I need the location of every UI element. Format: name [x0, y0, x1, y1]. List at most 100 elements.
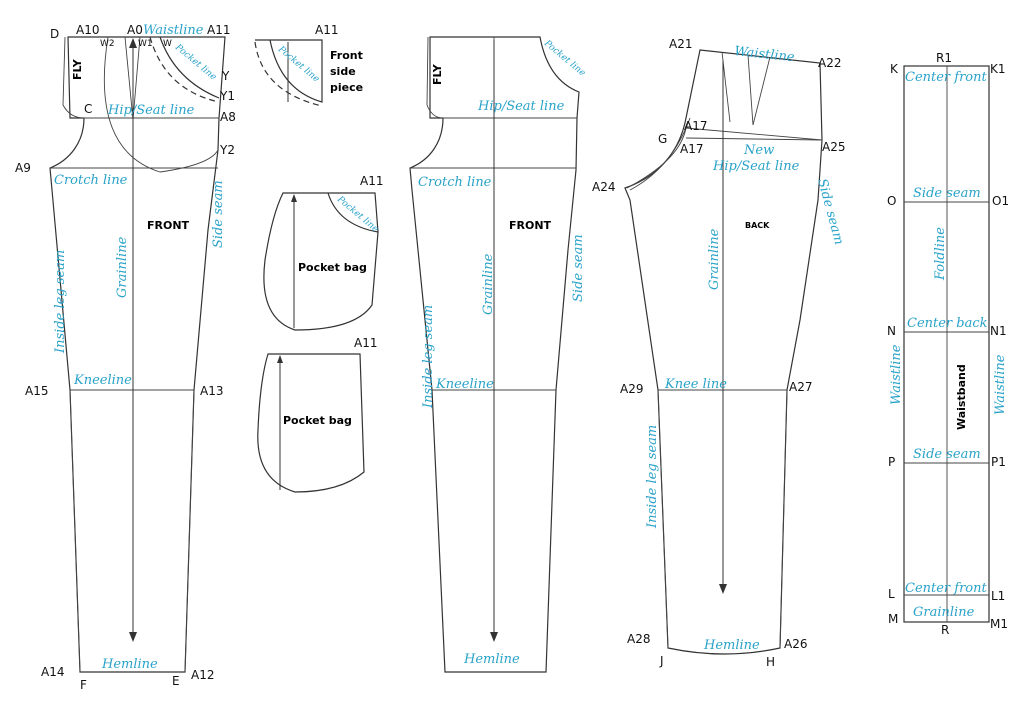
front-pattern-piece-2: FLY Pocket line Hip/Seat line Crotch lin… [409, 36, 587, 673]
front-hem-inner-1 [69, 389, 81, 673]
back-leg-inner [657, 389, 669, 649]
label-back-grainline: Grainline [707, 228, 722, 290]
label-a27: A27 [789, 380, 812, 394]
pocket-bag-1-arrow [291, 194, 297, 202]
label-side-seam: Side seam [211, 180, 226, 248]
label-new: New [743, 143, 774, 158]
label-f: F [80, 678, 87, 692]
label-pb2-a11: A11 [354, 336, 377, 350]
label-a8: A8 [220, 110, 236, 124]
pocket-bag-2-arrow [277, 355, 283, 363]
label-k: K [890, 62, 899, 76]
label-back-waistline: Waistline [734, 44, 796, 65]
front2-fly-line [426, 36, 444, 119]
back-grainline-arrow [719, 584, 727, 594]
label-y: Y [221, 69, 230, 83]
front-pattern-piece: D A10 A0 Waistline A11 W2 W1 W FLY Pocke… [15, 23, 236, 692]
label-pb1-a11: A11 [360, 174, 383, 188]
label-waistband-grainline: Grainline [913, 605, 975, 620]
label-back: BACK [745, 221, 770, 230]
label-w: W [163, 39, 172, 49]
label-y1: Y1 [219, 89, 235, 103]
label-a17-2: A17 [680, 142, 703, 156]
waistband-outline [903, 65, 990, 623]
front-fly-line [62, 36, 85, 119]
label2-side-seam: Side seam [571, 234, 586, 302]
label-pb1-title: Pocket bag [298, 261, 367, 274]
label-m1: M1 [990, 617, 1008, 631]
label-knee-line: Knee line [664, 377, 727, 392]
label-waistline-left: Waistline [889, 344, 904, 405]
pocket-bag-1: A11 Pocket line Pocket bag [263, 174, 383, 331]
label-center-front-top: Center front [905, 70, 988, 85]
label-o: O [887, 194, 896, 208]
label-y2: Y2 [219, 143, 235, 157]
label-grainline: Grainline [115, 236, 130, 298]
front-side-piece-outline [255, 39, 323, 103]
front2-grainline-arrow [490, 632, 498, 642]
label-hip-seat-line: Hip/Seat line [107, 103, 195, 118]
label-a14: A14 [41, 665, 64, 679]
pocket-bag-2: A11 Pocket bag [257, 336, 377, 493]
front-pocket-bag-line [149, 36, 220, 103]
label2-kneeline: Kneeline [435, 377, 494, 392]
label-h: H [766, 655, 775, 669]
back-crotch-curve [626, 127, 687, 189]
label2-grainline: Grainline [481, 253, 496, 315]
label-g: G [658, 132, 667, 146]
label-r: R [941, 623, 949, 637]
label-d: D [50, 27, 59, 41]
label-a24: A24 [592, 180, 615, 194]
label-new-hip-seat-line: Hip/Seat line [712, 159, 800, 174]
label-waistline: Waistline [143, 23, 204, 38]
label-inside-leg-seam: Inside leg seam [53, 250, 68, 354]
label-w1: W1 [138, 39, 153, 49]
label-l1: L1 [991, 589, 1005, 603]
label-crotch-line: Crotch line [54, 173, 128, 188]
label-a13: A13 [200, 384, 223, 398]
label-a0: A0 [127, 23, 143, 37]
pocket-bag-2-outline [257, 353, 365, 493]
label-a29: A29 [620, 382, 643, 396]
label2-inside-leg-seam: Inside leg seam [421, 305, 436, 409]
front-hem-inner-2 [184, 389, 195, 673]
waistband-piece: K R1 K1 Center front O Side seam O1 Fold… [887, 51, 1009, 637]
label-k1: K1 [990, 62, 1006, 76]
label-back-inside-leg-seam: Inside leg seam [645, 425, 660, 529]
label-back-side-seam: Side seam [814, 177, 846, 246]
label-e: E [172, 674, 180, 688]
label-hemline: Hemline [101, 657, 158, 672]
label2-hip-seat-line: Hip/Seat line [477, 99, 565, 114]
label-side-seam-bottom: Side seam [913, 447, 981, 462]
label-fsp-a11: A11 [315, 23, 338, 37]
label-fsp-pocket-line: Pocket line [275, 44, 321, 85]
label-a28: A28 [627, 632, 650, 646]
back-new-hip-upper [685, 127, 823, 141]
front-pocket-line [159, 36, 220, 99]
front-side-piece-dashed [254, 41, 323, 107]
front-grainline-arrow-top [129, 38, 137, 48]
back-dart-1 [747, 54, 771, 126]
label-j: J [659, 654, 664, 668]
label-center-front-bottom: Center front [905, 581, 988, 596]
front-outline [49, 36, 226, 673]
label-o1: O1 [992, 194, 1009, 208]
label-fly: FLY [71, 58, 84, 80]
label-l: L [888, 587, 895, 601]
label-a12: A12 [191, 668, 214, 682]
label-a26: A26 [784, 637, 807, 651]
front-grainline-arrow [129, 632, 137, 642]
pocket-bag-1-line [327, 192, 379, 233]
label-r1: R1 [936, 51, 952, 65]
label-a11: A11 [207, 23, 230, 37]
back-crotch-curve-2 [629, 117, 691, 191]
back-new-hip-lower [685, 137, 823, 141]
label-m: M [888, 612, 898, 626]
label-waistband: Waistband [955, 364, 968, 430]
label2-front: FRONT [509, 219, 552, 232]
label-back-hemline: Hemline [703, 638, 760, 653]
label-pb2-title: Pocket bag [283, 414, 352, 427]
label-p1: P1 [991, 455, 1006, 469]
label-front: FRONT [147, 219, 190, 232]
